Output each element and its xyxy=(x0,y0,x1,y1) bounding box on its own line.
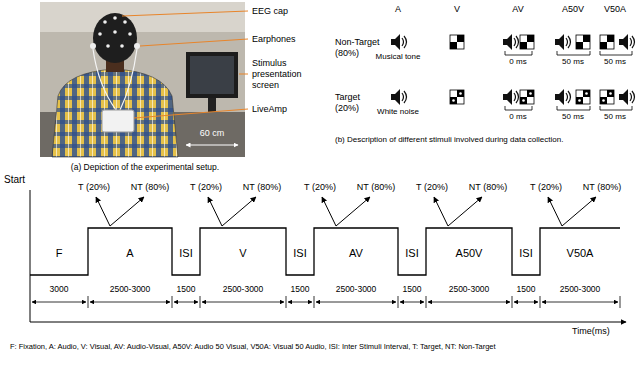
label: T (20%) xyxy=(416,182,448,193)
label: A50V xyxy=(562,4,584,15)
label: 1500 xyxy=(517,284,536,294)
label: 0 ms xyxy=(509,112,526,122)
label: AV xyxy=(349,247,363,260)
label: 0 ms xyxy=(509,57,526,67)
stimulus-icons xyxy=(391,34,635,105)
label: A50V xyxy=(456,247,483,260)
label: 50 ms xyxy=(562,57,584,67)
label: (b) Description of different stimuli inv… xyxy=(335,135,563,145)
label: NT (80%) xyxy=(243,182,281,193)
label: 1500 xyxy=(403,284,422,294)
label: A xyxy=(126,247,133,260)
label: Time(ms) xyxy=(572,326,610,337)
label: NT (80%) xyxy=(131,182,169,193)
label: 3000 xyxy=(50,284,69,294)
setup-photo xyxy=(40,2,245,157)
label: T (20%) xyxy=(304,182,336,193)
label: Target (20%) xyxy=(335,92,375,114)
label: 2500-3000 xyxy=(336,284,377,294)
leader-lines xyxy=(122,11,248,118)
label: T (20%) xyxy=(190,182,222,193)
label: LiveAmp xyxy=(252,104,287,115)
label: (a) Depiction of the experimental setup. xyxy=(71,162,219,172)
label: F: Fixation, A: Audio, V: Visual, AV: Au… xyxy=(10,342,630,351)
label: V xyxy=(454,4,460,15)
label: 2500-3000 xyxy=(110,284,151,294)
label: T (20%) xyxy=(78,182,110,193)
label: Musical tone xyxy=(376,52,421,62)
label: 1500 xyxy=(177,284,196,294)
label: A xyxy=(395,4,401,15)
timing-brackets xyxy=(505,51,632,110)
label: NT (80%) xyxy=(583,182,621,193)
label: V xyxy=(239,247,246,260)
label: NT (80%) xyxy=(357,182,395,193)
label: ISI xyxy=(293,247,306,260)
label: ISI xyxy=(405,247,418,260)
label: Start xyxy=(4,174,25,186)
label: 50 ms xyxy=(562,112,584,122)
label: 2500-3000 xyxy=(560,284,601,294)
label: Stimulus presentation screen xyxy=(252,58,316,90)
timing-diagram xyxy=(30,190,626,322)
label: 50 ms xyxy=(604,112,626,122)
label: 60 cm xyxy=(200,128,225,139)
label: 2500-3000 xyxy=(449,284,490,294)
label: ISI xyxy=(519,247,532,260)
label: 50 ms xyxy=(604,57,626,67)
label: 1500 xyxy=(291,284,310,294)
label: White noise xyxy=(377,107,419,117)
label: V50A xyxy=(604,4,626,15)
label: ISI xyxy=(179,247,192,260)
label: T (20%) xyxy=(530,182,562,193)
label: F xyxy=(56,247,63,260)
label: V50A xyxy=(567,247,594,260)
label: EEG cap xyxy=(252,6,288,17)
label: Earphones xyxy=(252,34,296,45)
label: 2500-3000 xyxy=(223,284,264,294)
label: AV xyxy=(512,4,523,15)
label: NT (80%) xyxy=(469,182,507,193)
